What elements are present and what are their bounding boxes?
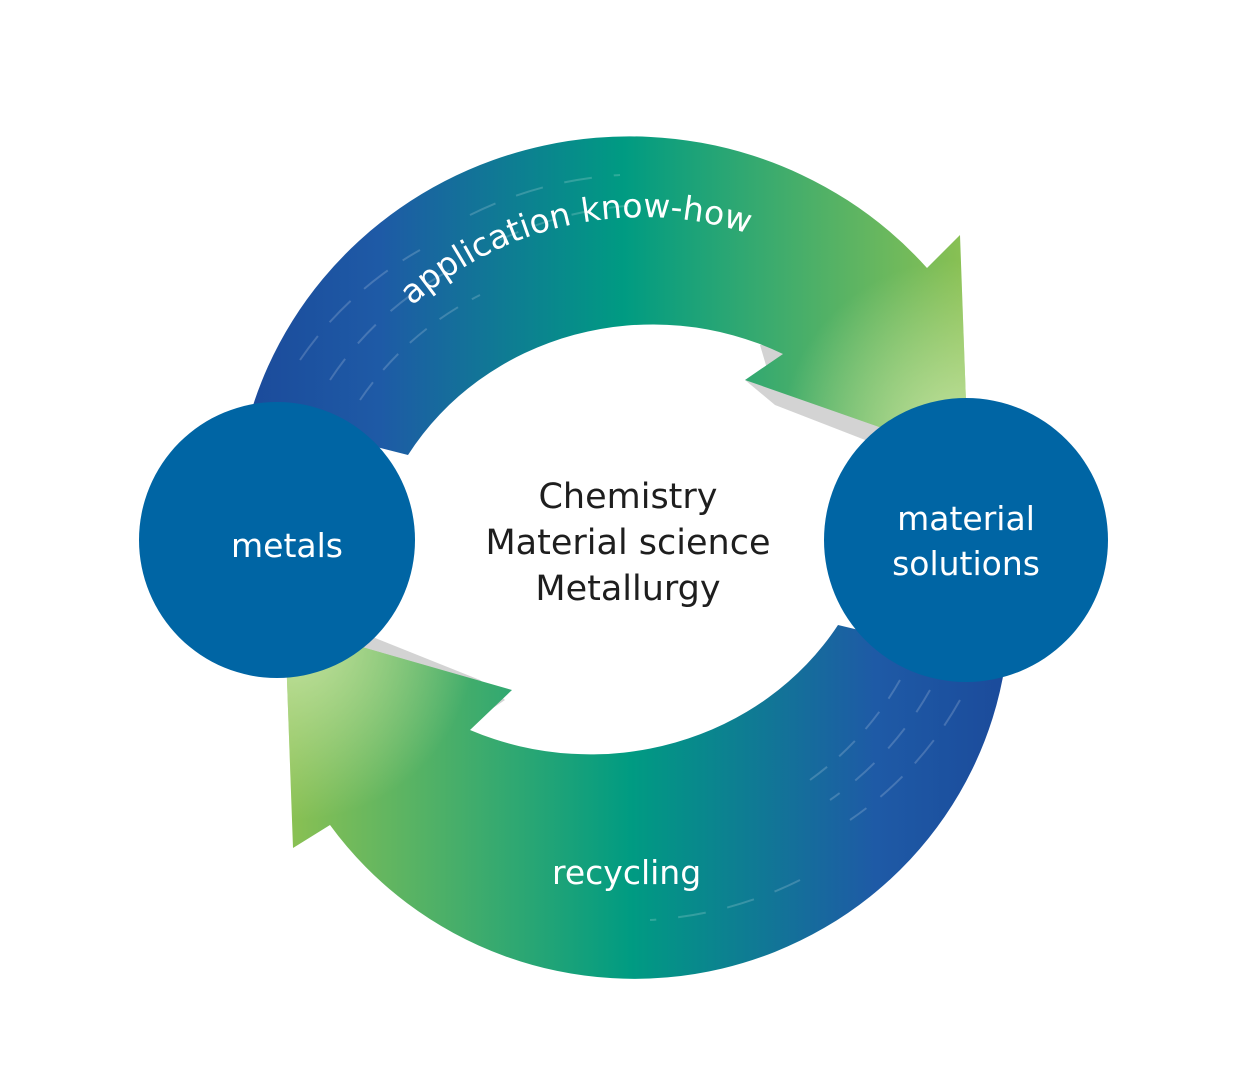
center-line-material-science: Material science — [485, 523, 770, 563]
recycling-label: recycling — [552, 853, 701, 892]
top-arrow — [250, 136, 968, 458]
top-arrow-texture — [299, 174, 641, 401]
bottom-arrow-texture — [649, 679, 961, 921]
center-line-metallurgy: Metallurgy — [535, 569, 720, 609]
metals-label: metals — [231, 526, 343, 565]
bottom-arrow — [285, 625, 1005, 979]
material-solutions-label-line2: solutions — [892, 544, 1040, 583]
material-solutions-circle — [824, 398, 1108, 682]
material-solutions-label-line1: material — [897, 499, 1035, 538]
metals-circle — [139, 402, 415, 678]
center-line-chemistry: Chemistry — [538, 477, 717, 517]
